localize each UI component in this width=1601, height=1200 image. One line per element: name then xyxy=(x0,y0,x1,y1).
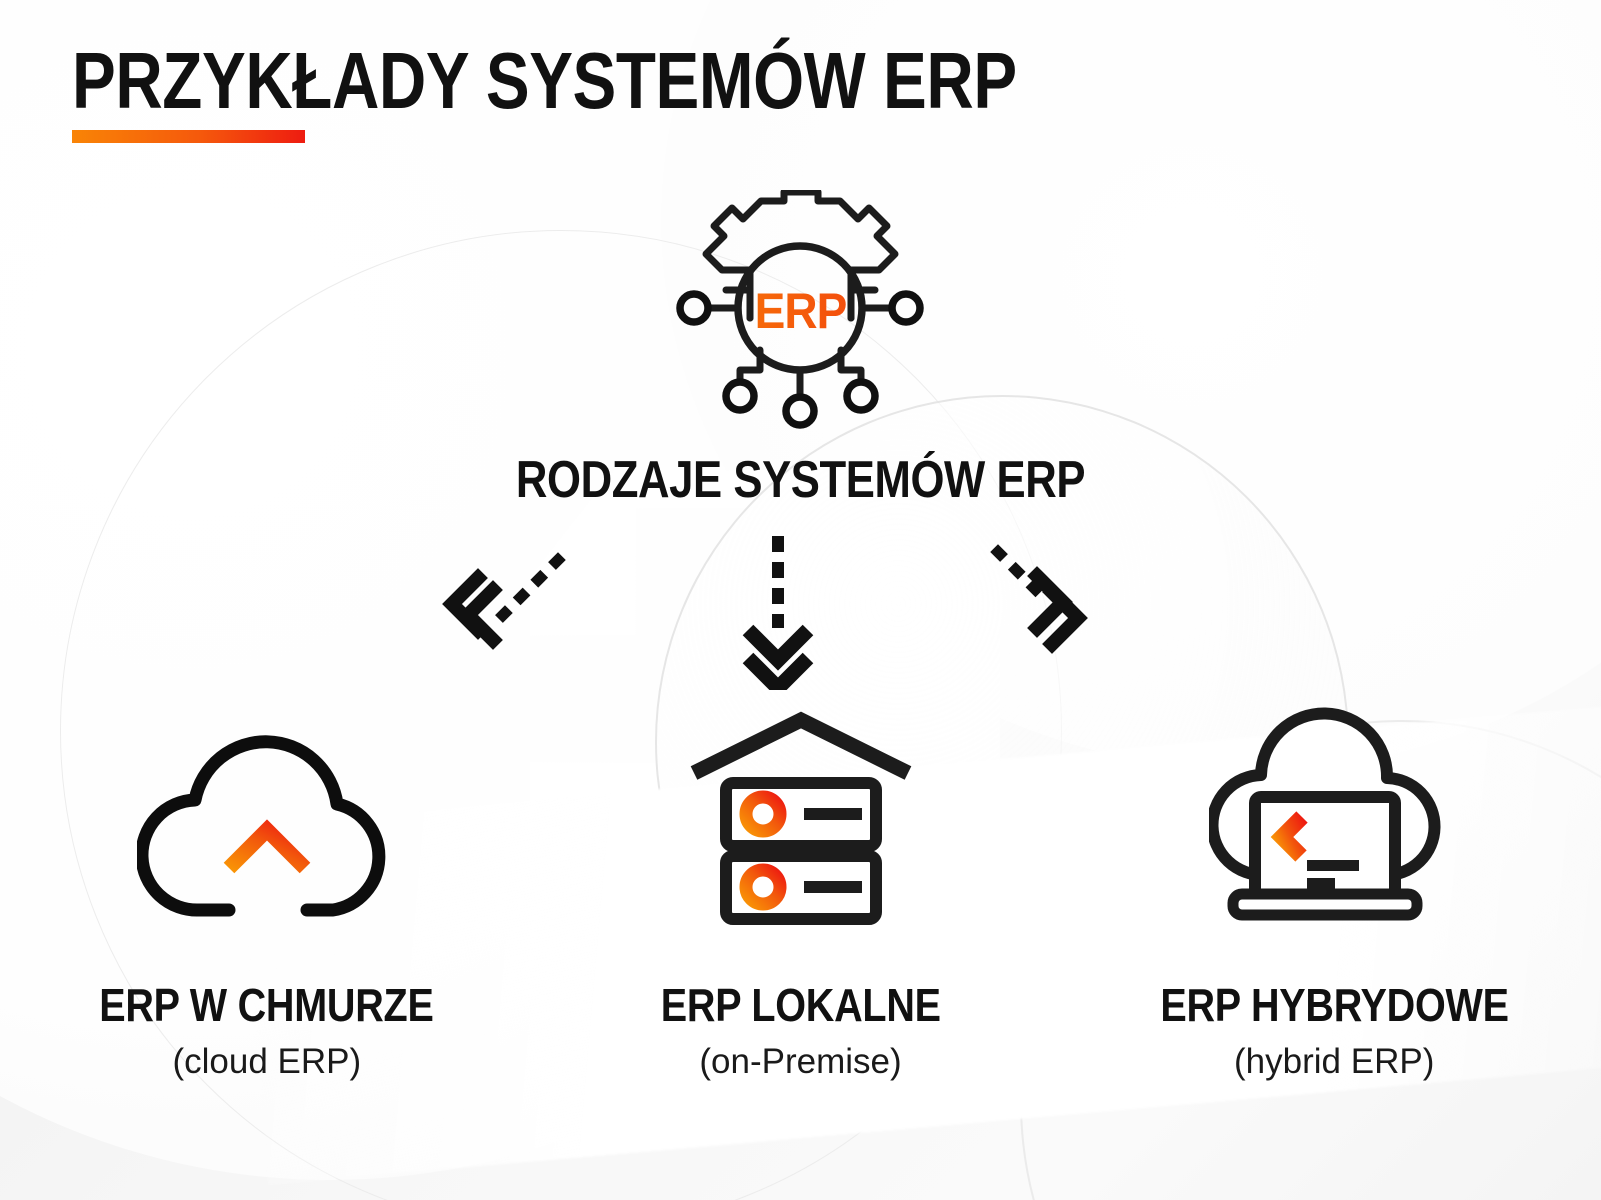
hybrid-cloud-laptop-icon xyxy=(1209,707,1441,921)
node-circle-left xyxy=(676,290,712,326)
card-on-premise-subtitle: (on-Premise) xyxy=(699,1042,902,1081)
card-cloud-erp-title: ERP W CHMURZE xyxy=(99,979,435,1031)
header: PRZYKŁADY SYSTEMÓW ERP xyxy=(72,36,1224,144)
card-hybrid-icon-wrap xyxy=(1209,690,1459,930)
arrow-group xyxy=(430,530,1130,699)
card-on-premise-title: ERP LOKALNE xyxy=(660,979,941,1031)
title-underline-accent xyxy=(72,130,305,144)
card-cloud-erp-subtitle: (cloud ERP) xyxy=(172,1042,362,1081)
card-on-premise-icon-wrap xyxy=(686,690,916,930)
node-circle-lower-left xyxy=(722,378,758,414)
card-hybrid-title: ERP HYBRYDOWE xyxy=(1160,979,1509,1031)
card-hybrid-erp[interactable]: ERP HYBRYDOWE (hybrid ERP) xyxy=(1067,690,1601,1082)
server-unit-bottom xyxy=(719,850,882,925)
section-subtitle: RODZAJE SYSTEMÓW ERP xyxy=(515,451,1086,509)
cloud-upload-icon xyxy=(136,735,386,922)
on-premise-server-icon xyxy=(690,711,911,925)
card-hybrid-subtitle: (hybrid ERP) xyxy=(1234,1042,1435,1081)
card-cloud-erp-icon-wrap xyxy=(136,690,397,930)
server-unit-top xyxy=(719,777,882,852)
laptop-base xyxy=(1227,888,1423,921)
erp-types-list: ERP W CHMURZE (cloud ERP) xyxy=(0,690,1601,1082)
node-circle-right xyxy=(888,290,924,326)
arrow-to-cloud-erp xyxy=(442,552,566,650)
node-circle-bottom xyxy=(782,393,818,429)
erp-hub: ERP xyxy=(648,188,953,435)
arrow-to-on-premise-erp xyxy=(742,536,814,699)
page-title: PRZYKŁADY SYSTEMÓW ERP xyxy=(72,36,1017,125)
node-circle-lower-right xyxy=(843,378,879,414)
erp-gear-network-icon xyxy=(676,188,924,429)
card-cloud-erp[interactable]: ERP W CHMURZE (cloud ERP) xyxy=(0,690,534,1082)
card-on-premise-erp[interactable]: ERP LOKALNE (on-Premise) xyxy=(534,690,1068,1082)
arrow-to-hybrid-erp xyxy=(990,544,1088,654)
